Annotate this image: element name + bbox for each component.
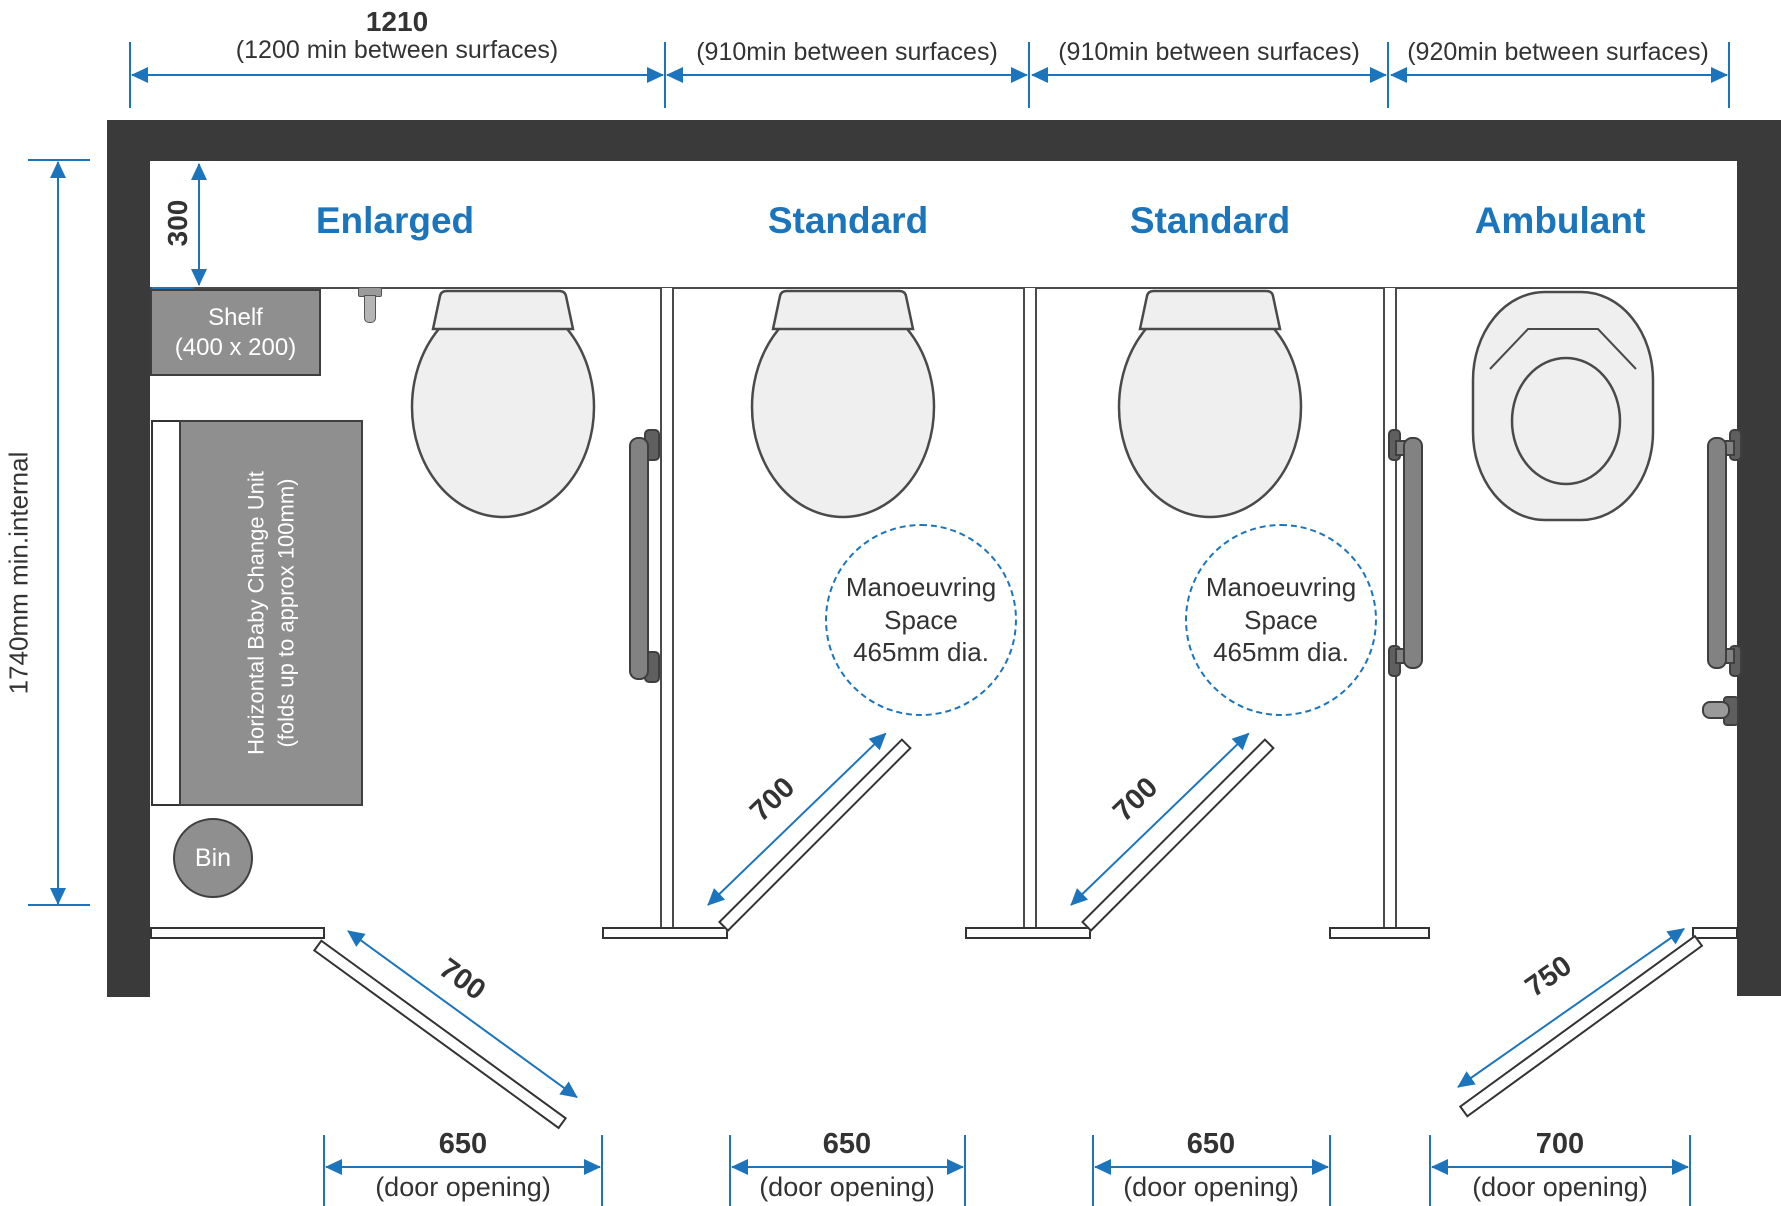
dim-line-standard2-width xyxy=(1031,67,1387,83)
door-opening-note-3: (door opening) xyxy=(1123,1172,1299,1202)
door-leaf-standard-1 xyxy=(718,738,912,932)
cistern-wall-line xyxy=(150,287,1737,289)
door-opening-value-1: 650 xyxy=(438,1128,488,1160)
right-wall xyxy=(1737,120,1781,996)
dim-note: (920min between surfaces) xyxy=(1407,38,1709,66)
dim-line-enlarged-width xyxy=(131,67,664,83)
door-leaf-standard-2 xyxy=(1081,738,1275,932)
door-leaf-ambulant xyxy=(1458,934,1704,1118)
partition-2 xyxy=(1023,288,1037,930)
dim-note: (910min between surfaces) xyxy=(1058,38,1360,66)
baby-change-wall-bracket xyxy=(151,420,181,806)
roll-holder-peg xyxy=(1702,701,1730,719)
door-opening-value-3: 650 xyxy=(1186,1128,1236,1160)
door-opening-note-1: (door opening) xyxy=(375,1172,551,1202)
manoeuvring-line2: Space xyxy=(884,604,958,635)
manoeuvring-line1: Manoeuvring xyxy=(845,572,997,603)
dim-note: (910min between surfaces) xyxy=(696,38,998,66)
cubicle-label-ambulant: Ambulant xyxy=(1474,200,1646,241)
grab-rail-enlarged xyxy=(629,437,649,680)
dim-tick xyxy=(1689,1135,1691,1206)
dim-tick xyxy=(964,1135,966,1206)
toilet-standard-2 xyxy=(1117,289,1303,519)
dim-tick xyxy=(729,1135,731,1206)
coat-hook-stem xyxy=(364,295,376,323)
door-swing-arrow-4 xyxy=(1457,927,1685,1088)
shelf-label-line1: Shelf xyxy=(208,303,263,331)
door-opening-note-2: (door opening) xyxy=(759,1172,935,1202)
dim-line-rear-zone xyxy=(191,163,207,286)
door-swing-arrow-1 xyxy=(347,930,578,1099)
dim-value-rear-zone: 300 xyxy=(162,199,193,247)
dim-line-standard1-width xyxy=(666,67,1028,83)
dim-line-door-opening-1 xyxy=(325,1159,601,1175)
cubicle-label-standard-2: Standard xyxy=(1129,200,1291,241)
dim-line-door-opening-2 xyxy=(731,1159,964,1175)
manoeuvring-space-2: Manoeuvring Space 465mm dia. xyxy=(1185,524,1377,716)
dim-end-bar xyxy=(152,287,194,289)
toilet-ambulant xyxy=(1471,290,1655,522)
dim-tick xyxy=(323,1135,325,1206)
cubicle-label-standard-1: Standard xyxy=(767,200,929,241)
partition-3 xyxy=(1383,288,1397,930)
shelf: Shelf (400 x 200) xyxy=(150,289,321,376)
dim-tick xyxy=(1429,1135,1431,1206)
left-wall xyxy=(107,120,150,997)
dim-tick xyxy=(1028,42,1030,108)
door-post-ambulant xyxy=(1692,927,1738,939)
manoeuvring-line3: 465mm dia. xyxy=(853,637,989,668)
dim-tick xyxy=(1329,1135,1331,1206)
dim-line-door-opening-4 xyxy=(1431,1159,1689,1175)
bin: Bin xyxy=(173,818,253,898)
baby-change-unit: Horizontal Baby Change Unit (folds up to… xyxy=(179,420,363,806)
dim-tick xyxy=(1092,1135,1094,1206)
dim-tick xyxy=(601,1135,603,1206)
partition-foot-2 xyxy=(965,927,1091,939)
partition-foot-3 xyxy=(1329,927,1430,939)
door-swing-arrow-3 xyxy=(1070,732,1250,906)
grab-rail-ambulant-left xyxy=(1403,437,1423,669)
door-opening-value-2: 650 xyxy=(822,1128,872,1160)
partition-1 xyxy=(660,288,674,930)
door-swing-arrow-2 xyxy=(707,732,887,906)
partition-foot-1 xyxy=(602,927,728,939)
baby-change-label-line2: (folds up to approx 100mm) xyxy=(273,478,298,748)
dim-line-ambulant-width xyxy=(1390,67,1728,83)
manoeuvring-line3: 465mm dia. xyxy=(1213,637,1349,668)
grab-rail-ambulant-right xyxy=(1707,437,1727,669)
dim-end-bar xyxy=(28,904,90,906)
door-swing-value-4: 750 xyxy=(1519,949,1578,1004)
rear-wall xyxy=(107,120,1781,161)
dim-line-internal-depth xyxy=(50,161,66,905)
door-opening-note-4: (door opening) xyxy=(1472,1172,1648,1202)
manoeuvring-line1: Manoeuvring xyxy=(1205,572,1357,603)
dim-value: 1210 xyxy=(365,6,429,37)
toilet-enlarged xyxy=(410,289,596,519)
shelf-label-line2: (400 x 200) xyxy=(174,333,297,361)
baby-change-label-line1: Horizontal Baby Change Unit xyxy=(243,471,269,755)
dim-tick xyxy=(1387,42,1389,108)
toilet-standard-1 xyxy=(750,289,936,519)
manoeuvring-space-1: Manoeuvring Space 465mm dia. xyxy=(825,524,1017,716)
dim-line-door-opening-3 xyxy=(1094,1159,1329,1175)
dim-tick xyxy=(1728,42,1730,108)
front-panel-enlarged xyxy=(150,927,325,939)
dim-tick xyxy=(129,42,131,108)
dim-note: (1200 min between surfaces) xyxy=(235,36,559,64)
cubicle-label-enlarged: Enlarged xyxy=(315,200,475,241)
bin-label: Bin xyxy=(194,843,232,872)
dim-end-bar xyxy=(28,159,90,161)
door-opening-value-4: 700 xyxy=(1535,1128,1585,1160)
manoeuvring-line2: Space xyxy=(1244,604,1318,635)
dim-label-internal-depth: 1740mm min.internal xyxy=(3,451,34,695)
dim-tick xyxy=(664,42,666,108)
